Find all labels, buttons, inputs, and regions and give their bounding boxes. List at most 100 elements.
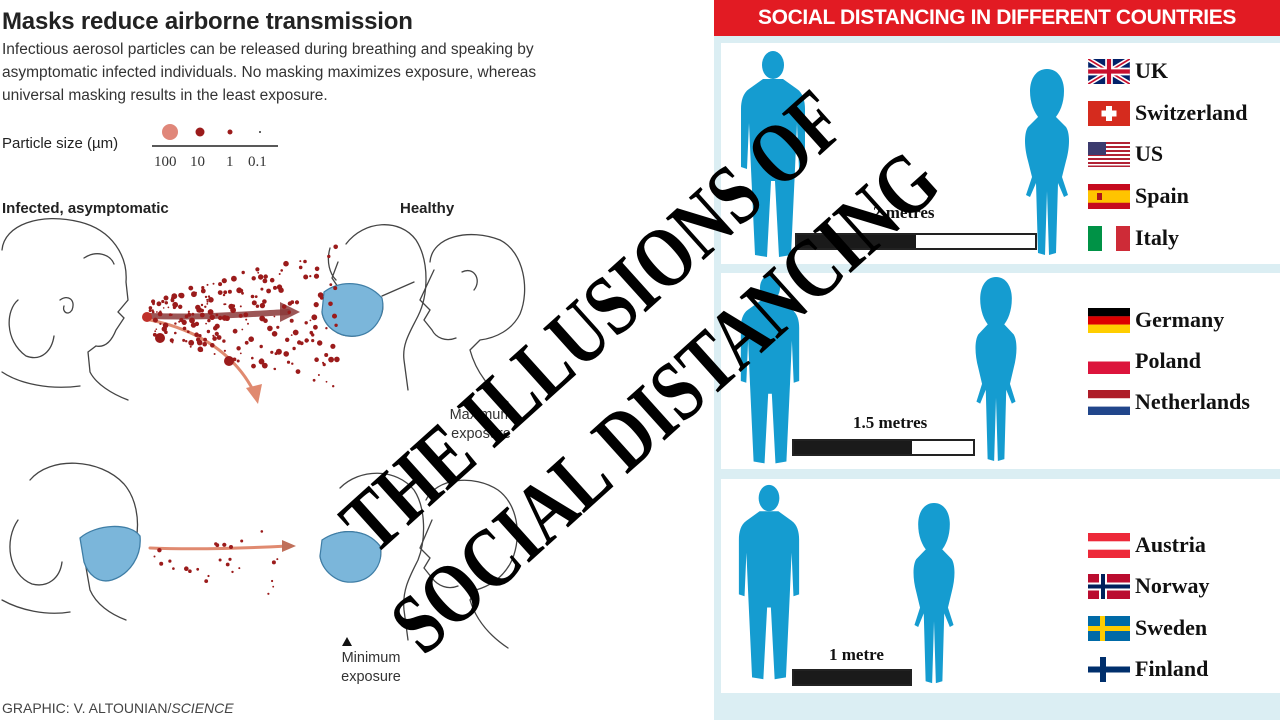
aerosol-particle [317,374,320,376]
aerosol-particle [287,310,291,314]
aerosol-particle [195,291,197,294]
aerosol-particle [206,283,209,286]
man-silhouette-icon [740,274,800,464]
aerosol-particle [312,378,316,382]
aerosol-particle [227,289,232,294]
aerosol-particle [207,574,210,578]
aerosol-particle [276,558,279,561]
aerosol-particle [199,312,205,318]
particle-size-scale [152,124,278,147]
aerosol-particle [248,336,254,343]
aerosol-particle [163,295,169,301]
aerosol-particle [156,311,158,313]
aerosol-particle [196,567,200,571]
aerosol-particle [334,356,340,363]
aerosol-particle [189,317,195,324]
aerosol-particle [229,545,233,549]
aerosol-particle [188,569,192,573]
aerosol-particle [207,318,211,323]
aerosol-particle [174,322,177,325]
aerosol-particle [267,592,270,595]
aerosol-particle [212,336,217,341]
aerosol-particle [324,353,329,357]
particle-01-icon [259,131,261,133]
aerosol-particle [221,315,228,321]
aerosol-particle [152,317,158,323]
aerosol-particle [228,557,232,561]
aerosol-particle [292,329,299,336]
aerosol-particle [201,286,205,290]
aerosol-particle [295,369,301,374]
aerosol-particle [218,315,223,321]
aerosol-particle [187,310,190,313]
aerosol-particle [167,306,170,309]
aerosol-particle [311,339,315,343]
min-exposure-label: Minimum exposure [316,649,426,687]
aerosol-particle [162,322,169,329]
aerosol-particle [222,542,227,547]
aerosol-particle [172,301,179,308]
aerosol-particle [273,285,277,290]
aerosol-particle [292,346,296,351]
particle-size-100: 100 [154,154,177,170]
aerosol-particle [222,339,226,343]
aerosol-particle [333,286,338,291]
distance-bar [792,439,975,456]
aerosol-particle [223,349,226,352]
aerosol-particle [203,337,208,342]
aerosol-particle [260,287,264,291]
aerosol-particle [276,284,283,290]
aerosol-particle [243,312,249,318]
country-name: Finland [1135,656,1209,681]
aerosol-particle [172,567,175,570]
aerosol-particle [164,330,168,335]
aerosol-particle [206,300,209,303]
aerosol-particle [223,303,226,306]
country-name: UK [1135,58,1168,83]
woman-silhouette-icon [1025,69,1069,255]
aerosol-particle [185,340,188,343]
aerosol-particle [231,304,236,308]
aerosol-particle [286,360,291,364]
aerosol-particle [188,285,194,291]
country-poland: Poland [1088,346,1201,376]
aerosol-cloud-top [148,244,340,388]
aerosol-particle [325,380,328,383]
aerosol-particle [182,326,187,331]
aerosol-particle [196,307,203,313]
aerosol-particle [151,310,155,314]
woman-silhouette-icon [975,276,1017,462]
aerosol-particle [202,341,207,347]
aerosol-particle [162,307,165,309]
country-uk: UK [1088,56,1168,86]
aerosol-particle [236,359,240,363]
aerosol-particle [240,539,244,543]
aerosol-cloud-bottom [153,530,279,595]
country-name: Sweden [1135,615,1208,640]
aerosol-particle [239,305,242,308]
social-distancing-banner: SOCIAL DISTANCING IN DIFFERENT COUNTRIES [714,0,1280,36]
aerosol-particle [230,307,237,314]
aerosol-particle [255,304,260,308]
aerosol-particle [157,311,163,317]
aerosol-particle [294,300,300,305]
aerosol-particle [325,327,328,330]
aerosol-particle [271,560,276,565]
aerosol-particle [251,276,256,281]
aerosol-particle [317,340,323,346]
aerosol-particle [332,385,335,388]
country-us: US [1088,139,1163,169]
aerosol-particle [174,331,177,335]
particle-size-1: 1 [226,154,234,170]
aerosol-particle [271,331,278,337]
aerosol-particle [148,309,152,313]
country-netherlands: Netherlands [1088,387,1250,417]
aerosol-particle [322,361,325,364]
aerosol-particle [214,323,220,329]
healthy-mask-bottom-icon [319,531,382,583]
aerosol-particle [156,301,162,307]
distance-bar [792,669,912,686]
aerosol-particle [210,343,215,348]
aerosol-particle [199,348,204,352]
aerosol-particle [313,273,320,279]
